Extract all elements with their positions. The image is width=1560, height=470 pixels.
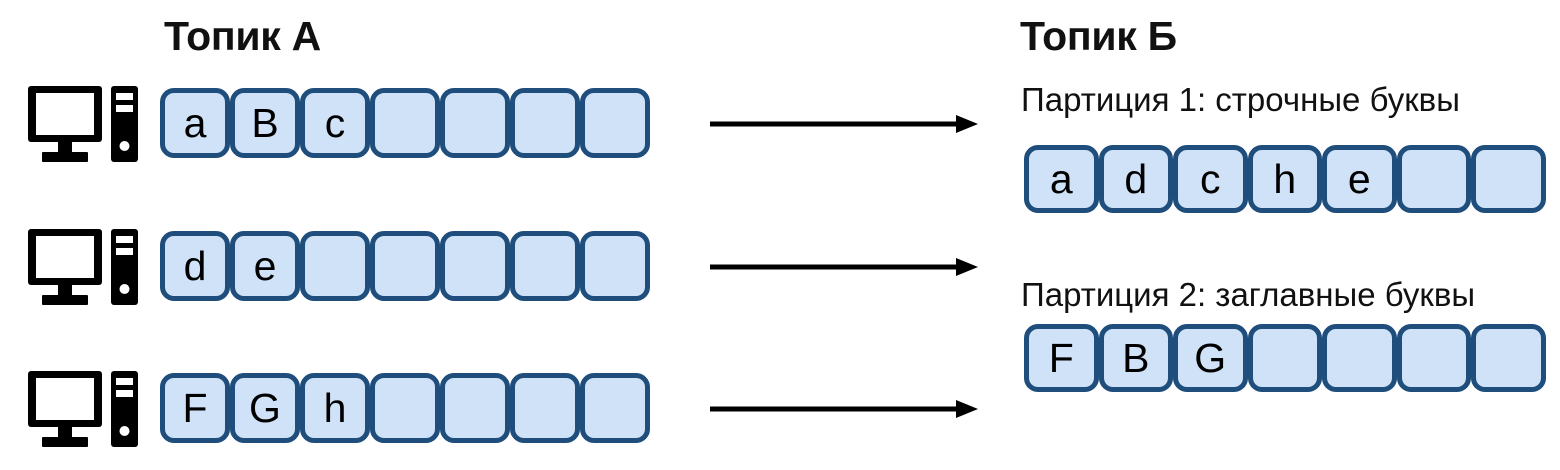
message-cell[interactable]: c (1173, 145, 1248, 213)
message-cell[interactable] (580, 231, 650, 301)
message-cell[interactable] (510, 231, 580, 301)
message-cell[interactable] (1471, 324, 1546, 392)
partition-1-label: Партиция 1: строчные буквы (1021, 81, 1460, 118)
flow-arrow-3 (708, 397, 978, 421)
message-cell[interactable] (440, 88, 510, 158)
message-cell[interactable]: G (230, 373, 300, 443)
message-cell[interactable]: e (230, 231, 300, 301)
message-cell[interactable] (440, 373, 510, 443)
message-cell[interactable]: a (160, 88, 230, 158)
message-cell[interactable] (370, 88, 440, 158)
message-cell[interactable] (370, 231, 440, 301)
message-cell[interactable] (1396, 145, 1471, 213)
message-cell[interactable]: h (1247, 145, 1322, 213)
desktop-computer-icon (28, 229, 138, 305)
flow-arrow-1 (708, 112, 978, 136)
message-cell[interactable] (300, 231, 370, 301)
topic-b-partition-2-row: F B G (1024, 324, 1546, 392)
partition-2-label: Партиция 2: заглавные буквы (1021, 276, 1476, 313)
message-cell[interactable] (1322, 324, 1397, 392)
topic-b-partition-1-row: a d c h e (1024, 145, 1546, 213)
message-cell[interactable]: d (160, 231, 230, 301)
message-cell[interactable]: F (160, 373, 230, 443)
message-cell[interactable] (440, 231, 510, 301)
topic-a-partition-row: d e (160, 231, 652, 301)
message-cell[interactable] (1247, 324, 1322, 392)
message-cell[interactable] (510, 88, 580, 158)
desktop-computer-icon (28, 86, 138, 162)
desktop-computer-icon (28, 371, 138, 447)
topic-b-title: Топик Б (1020, 13, 1177, 59)
message-cell[interactable] (1471, 145, 1546, 213)
message-cell[interactable] (1396, 324, 1471, 392)
message-cell[interactable] (580, 88, 650, 158)
message-cell[interactable]: B (230, 88, 300, 158)
topic-a-partition-row: F G h (160, 373, 652, 443)
topic-a-title: Топик А (164, 13, 321, 59)
message-cell[interactable] (580, 373, 650, 443)
message-cell[interactable]: B (1098, 324, 1173, 392)
message-cell[interactable]: G (1173, 324, 1248, 392)
message-cell[interactable]: e (1322, 145, 1397, 213)
topic-a-partition-row: a B c (160, 88, 652, 158)
message-cell[interactable]: a (1024, 145, 1099, 213)
message-cell[interactable] (370, 373, 440, 443)
message-cell[interactable]: d (1098, 145, 1173, 213)
flow-arrow-2 (708, 255, 978, 279)
message-cell[interactable]: h (300, 373, 370, 443)
message-cell[interactable]: c (300, 88, 370, 158)
message-cell[interactable] (510, 373, 580, 443)
message-cell[interactable]: F (1024, 324, 1099, 392)
